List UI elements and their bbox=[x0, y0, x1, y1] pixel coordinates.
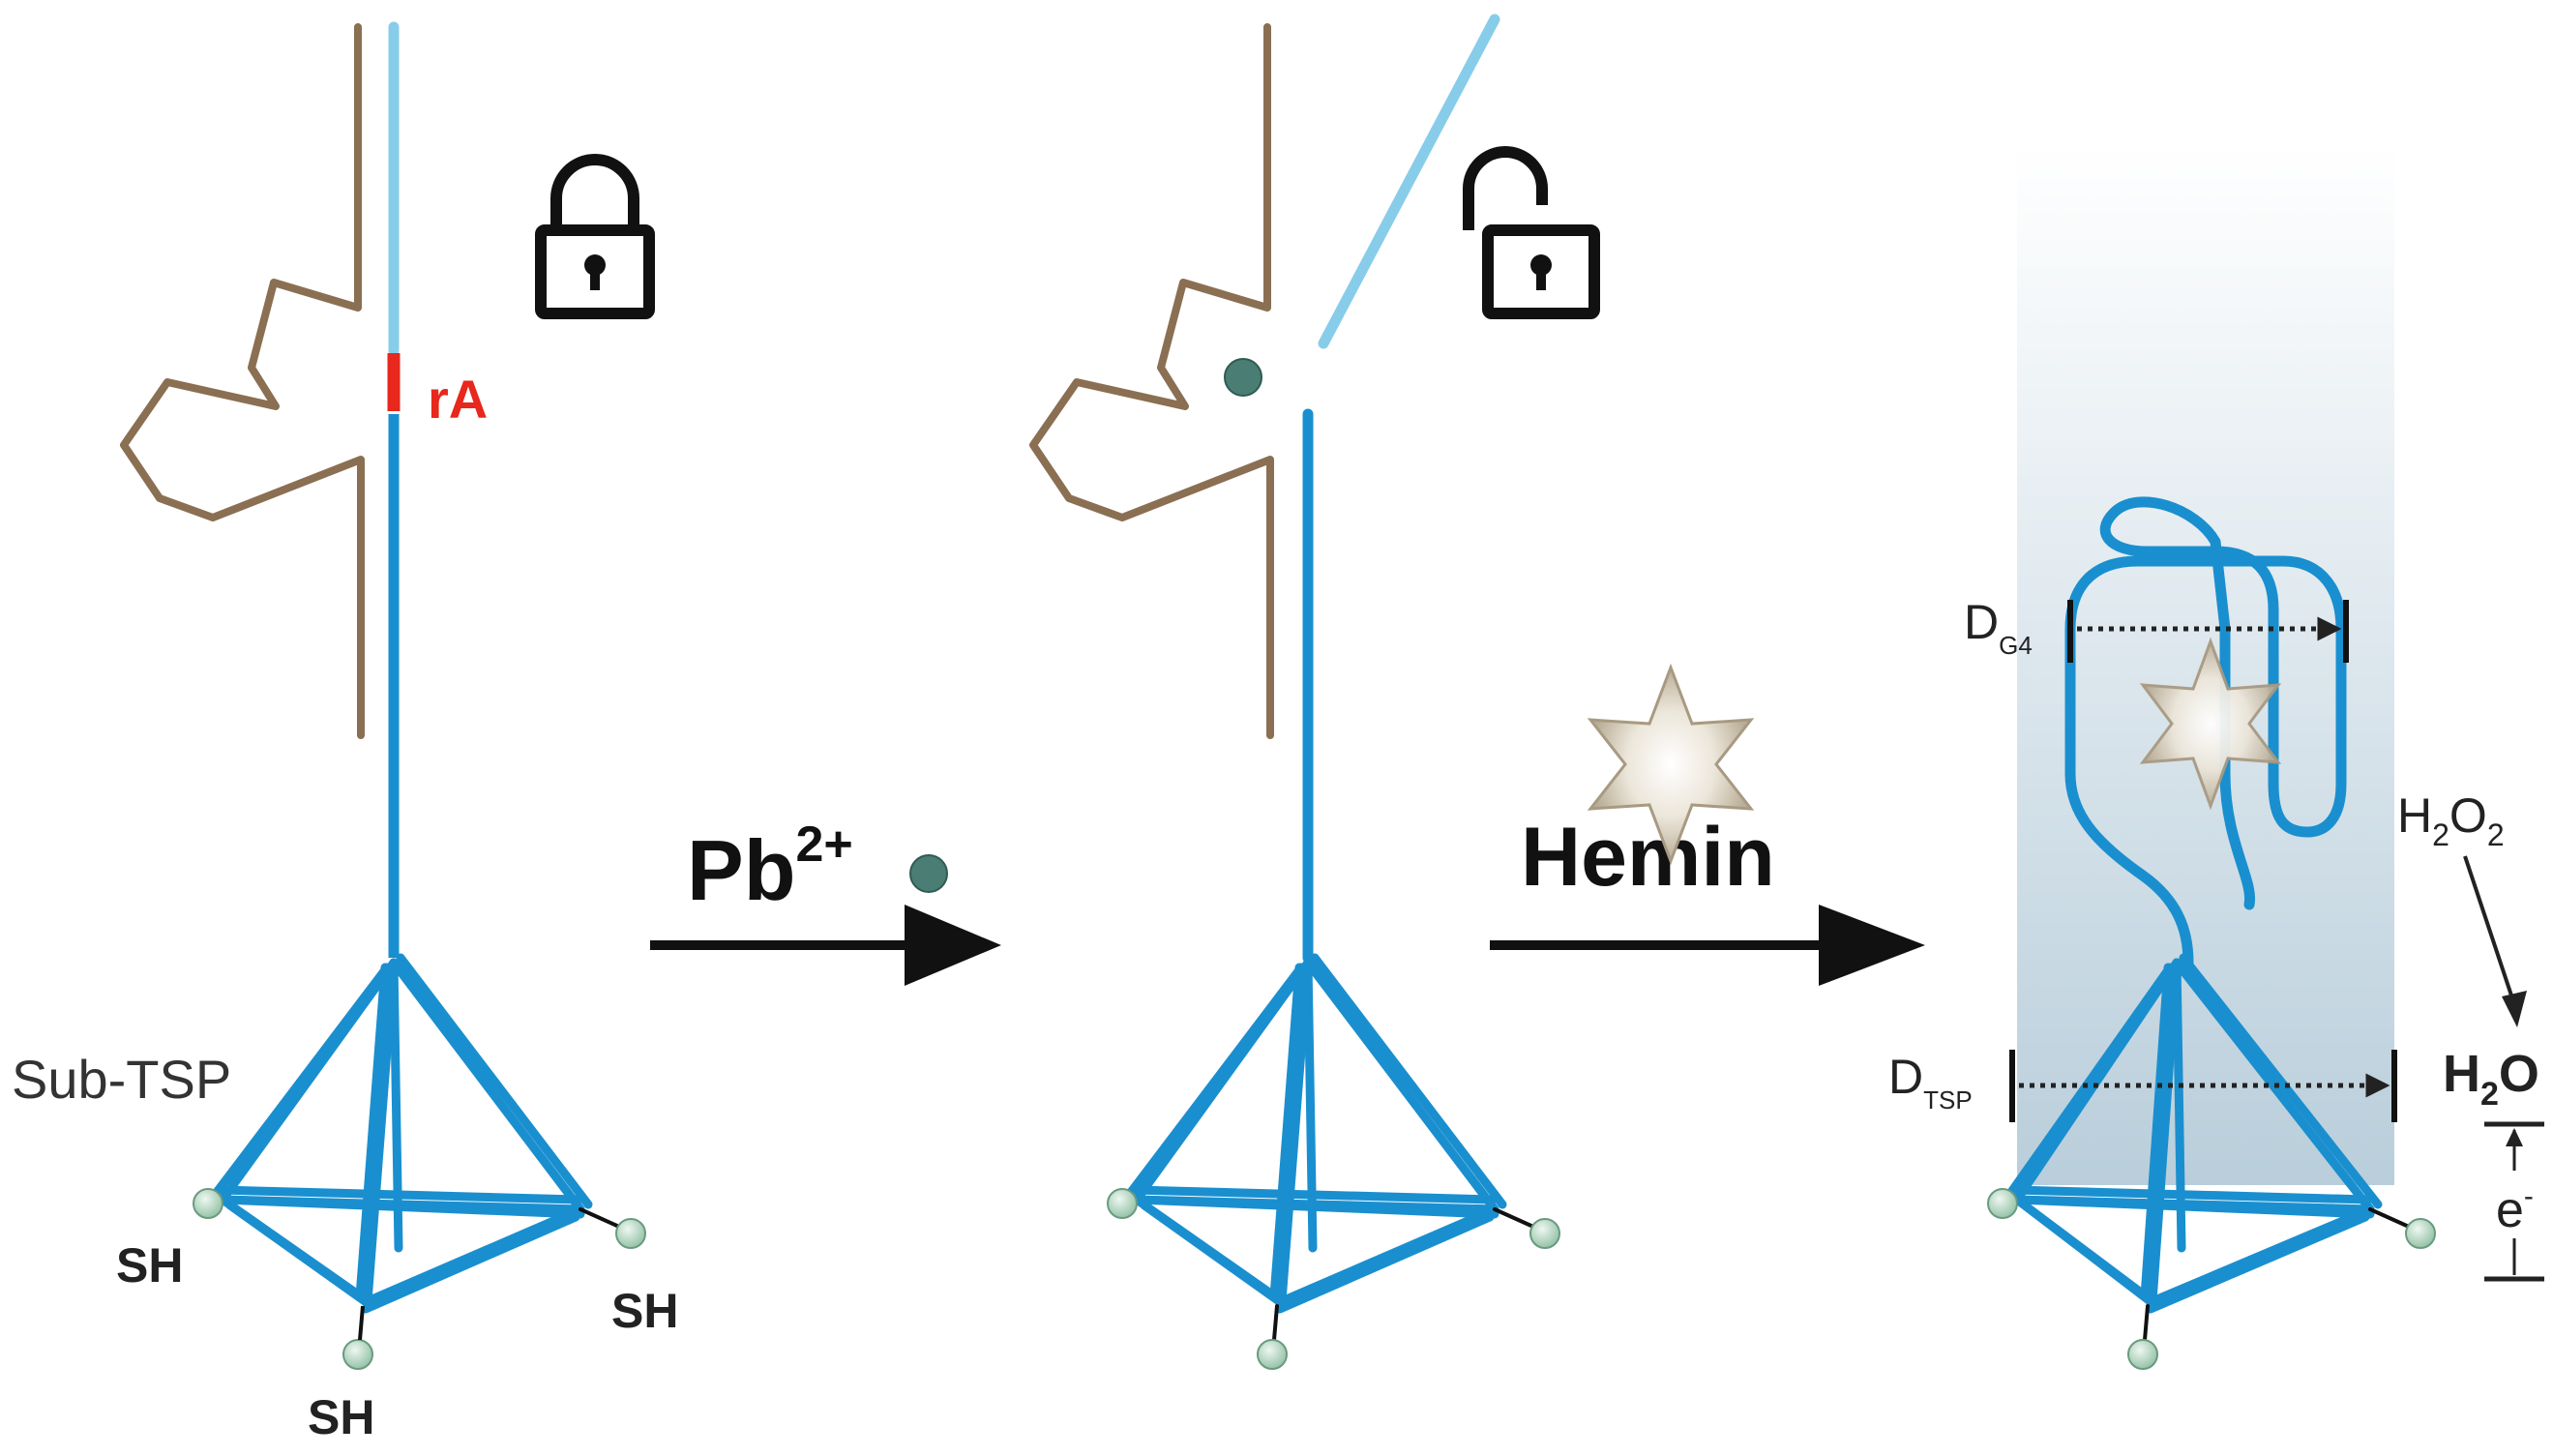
lock-closed-icon bbox=[535, 154, 655, 319]
hemin-star-bound bbox=[2139, 637, 2282, 811]
sh-label-1c: SH bbox=[308, 1390, 374, 1444]
enzyme-strand-mid bbox=[1029, 23, 1274, 739]
sub-tsp-label: Sub-TSP bbox=[12, 1049, 231, 1110]
pb-label: Pb bbox=[687, 822, 795, 918]
e-sup-label: - bbox=[2524, 1180, 2534, 1212]
lock-open-icon bbox=[1463, 146, 1600, 319]
g-quadruplex bbox=[2064, 496, 2347, 968]
gold-bead-1b bbox=[615, 1218, 646, 1249]
arrow-hemin: Hemin bbox=[1490, 663, 1925, 986]
ra-label: rA bbox=[428, 369, 488, 430]
pb-charge-label: 2+ bbox=[795, 817, 852, 873]
tetrahedron-1 bbox=[210, 953, 621, 1314]
h2o2-2b: 2 bbox=[2487, 817, 2505, 852]
dg4-dimension: DG4 bbox=[1964, 595, 2349, 663]
dtsp-dimension: DTSP bbox=[1888, 1050, 2397, 1122]
dg4-d-label: D bbox=[1964, 595, 1999, 649]
linker bbox=[579, 1207, 621, 1229]
gold-bead-2b bbox=[1529, 1218, 1560, 1249]
tetrahedron-2 bbox=[1124, 953, 1535, 1342]
svg-text:Pb2+: Pb2+ bbox=[687, 817, 853, 918]
h2o-h: H bbox=[2443, 1045, 2480, 1103]
arrow-pb: Pb2+ bbox=[650, 817, 1001, 986]
gold-bead-1c bbox=[342, 1339, 373, 1370]
sh-label-1a: SH bbox=[116, 1238, 183, 1293]
svg-text:H2O: H2O bbox=[2443, 1045, 2539, 1113]
gold-bead-3c bbox=[2127, 1339, 2158, 1370]
tetrahedron-1-edges bbox=[210, 953, 593, 1314]
linker bbox=[358, 1305, 365, 1341]
tetrahedron-3 bbox=[2004, 953, 2411, 1342]
svg-text:DG4: DG4 bbox=[1964, 595, 2033, 660]
gold-bead-3b bbox=[2405, 1218, 2436, 1249]
hemin-star-icon bbox=[1587, 663, 1755, 866]
cleaved-fragment bbox=[1318, 14, 1500, 349]
panel-1-locked-state: rA bbox=[120, 21, 655, 958]
gold-bead-1a bbox=[193, 1188, 223, 1219]
dtsp-sub-label: TSP bbox=[1923, 1085, 1973, 1114]
dg4-sub-label: G4 bbox=[1999, 631, 2033, 660]
gold-bead-2c bbox=[1257, 1339, 1288, 1370]
pb-ion-bound bbox=[1224, 358, 1262, 397]
h2o-2: 2 bbox=[2480, 1076, 2499, 1113]
redox-annotation: H2O2 H2O e- bbox=[2397, 788, 2544, 1282]
hemin-label: Hemin bbox=[1521, 811, 1775, 904]
panel-2-cleaved-state bbox=[1029, 14, 1600, 964]
svg-text:H2O2: H2O2 bbox=[2397, 788, 2505, 852]
svg-text:e-: e- bbox=[2496, 1180, 2534, 1238]
svg-text:DTSP: DTSP bbox=[1888, 1050, 1973, 1114]
gold-bead-2a bbox=[1107, 1188, 1138, 1219]
dtsp-d-label: D bbox=[1888, 1050, 1923, 1104]
h2o2-2a: 2 bbox=[2432, 817, 2449, 852]
h2o2-o: O bbox=[2449, 788, 2487, 843]
pb-ion-icon bbox=[909, 854, 948, 893]
h2o2-h: H bbox=[2397, 788, 2432, 843]
sh-label-1b: SH bbox=[611, 1284, 678, 1338]
h2o-o: O bbox=[2499, 1045, 2539, 1103]
gold-bead-3a bbox=[1987, 1188, 2018, 1219]
enzyme-strand-left bbox=[120, 23, 365, 739]
e-label: e bbox=[2496, 1182, 2524, 1238]
